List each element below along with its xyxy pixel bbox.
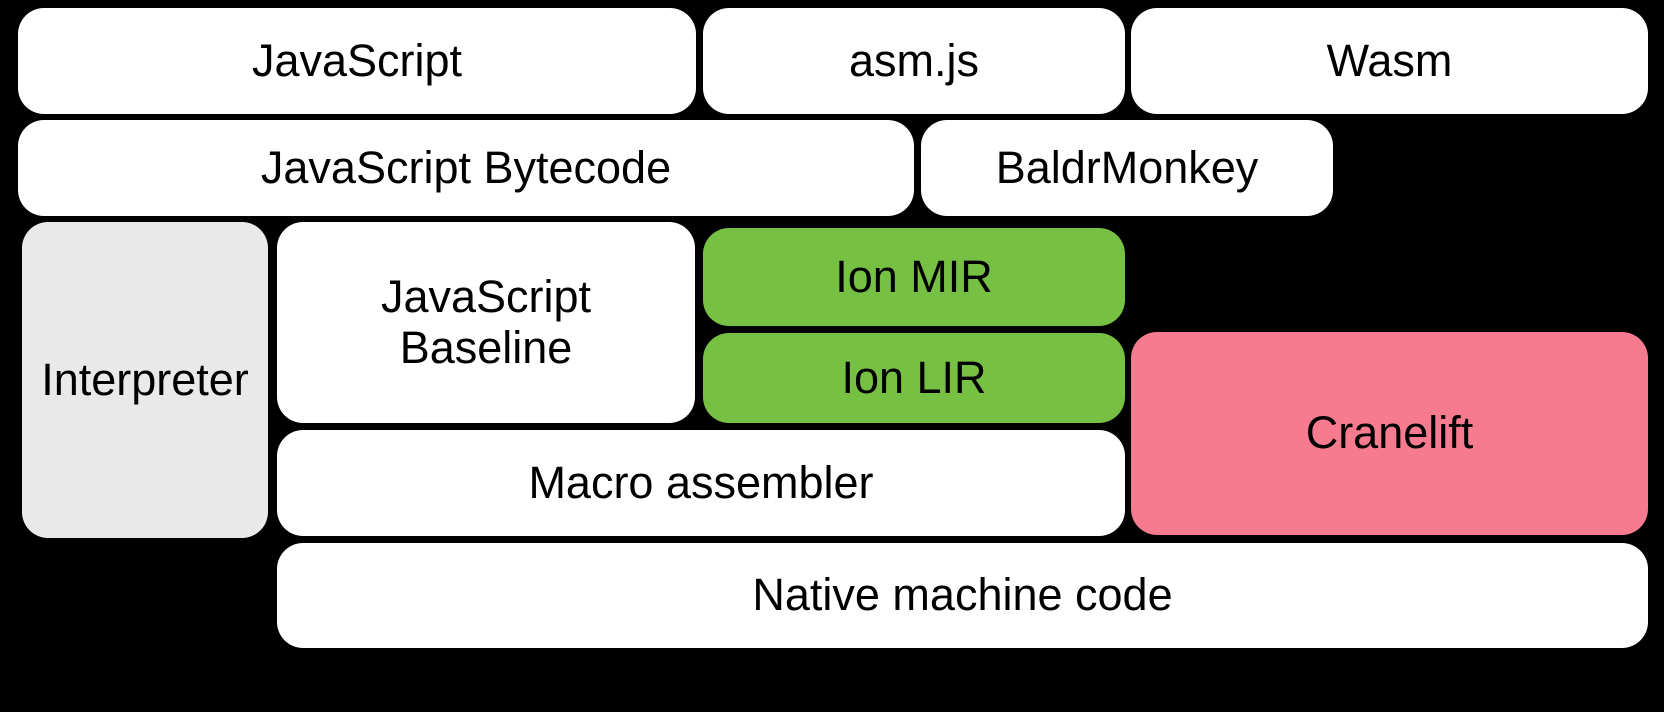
node-native-machine-code: Native machine code bbox=[277, 543, 1648, 648]
node-baldrmonkey: BaldrMonkey bbox=[921, 120, 1333, 216]
node-ion-mir: Ion MIR bbox=[703, 228, 1125, 326]
node-javascript: JavaScript bbox=[18, 8, 696, 114]
node-cranelift: Cranelift bbox=[1131, 332, 1648, 535]
node-javascript-baseline: JavaScript Baseline bbox=[277, 222, 695, 423]
node-interpreter: Interpreter bbox=[22, 222, 268, 538]
node-macro-assembler: Macro assembler bbox=[277, 430, 1125, 536]
node-ion-lir: Ion LIR bbox=[703, 333, 1125, 423]
node-asm-js: asm.js bbox=[703, 8, 1125, 114]
node-wasm: Wasm bbox=[1131, 8, 1648, 114]
node-javascript-bytecode: JavaScript Bytecode bbox=[18, 120, 914, 216]
